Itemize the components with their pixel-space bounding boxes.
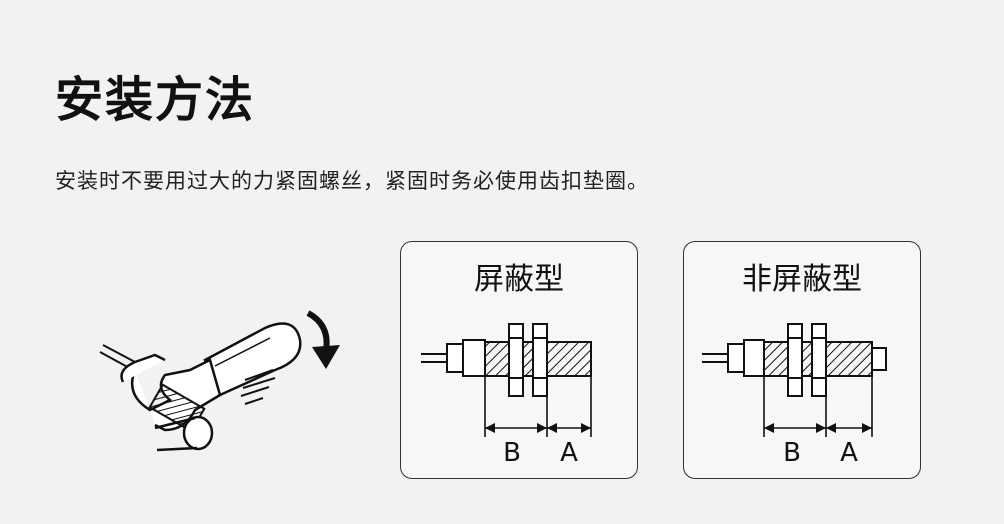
rotation-arrow-icon xyxy=(306,310,340,369)
unshielded-panel: 非屏蔽型 xyxy=(683,241,921,479)
instruction-text: 安装时不要用过大的力紧固螺丝，紧固时务必使用齿扣垫圈。 xyxy=(55,169,649,193)
wrench-icon xyxy=(99,322,302,452)
dimension-a-label: A xyxy=(840,438,858,468)
unshielded-title: 非屏蔽型 xyxy=(742,262,862,297)
unshielded-sensor-diagram: B A xyxy=(702,323,887,468)
dimension-b-label: B xyxy=(783,438,801,468)
shielded-title: 屏蔽型 xyxy=(474,262,564,297)
page-title: 安装方法 xyxy=(55,72,256,128)
shielded-sensor-diagram: B A xyxy=(421,323,592,468)
dimension-a-label: A xyxy=(560,438,578,468)
dimension-b-label: B xyxy=(503,438,521,468)
shielded-panel: 屏蔽型 xyxy=(400,241,638,479)
